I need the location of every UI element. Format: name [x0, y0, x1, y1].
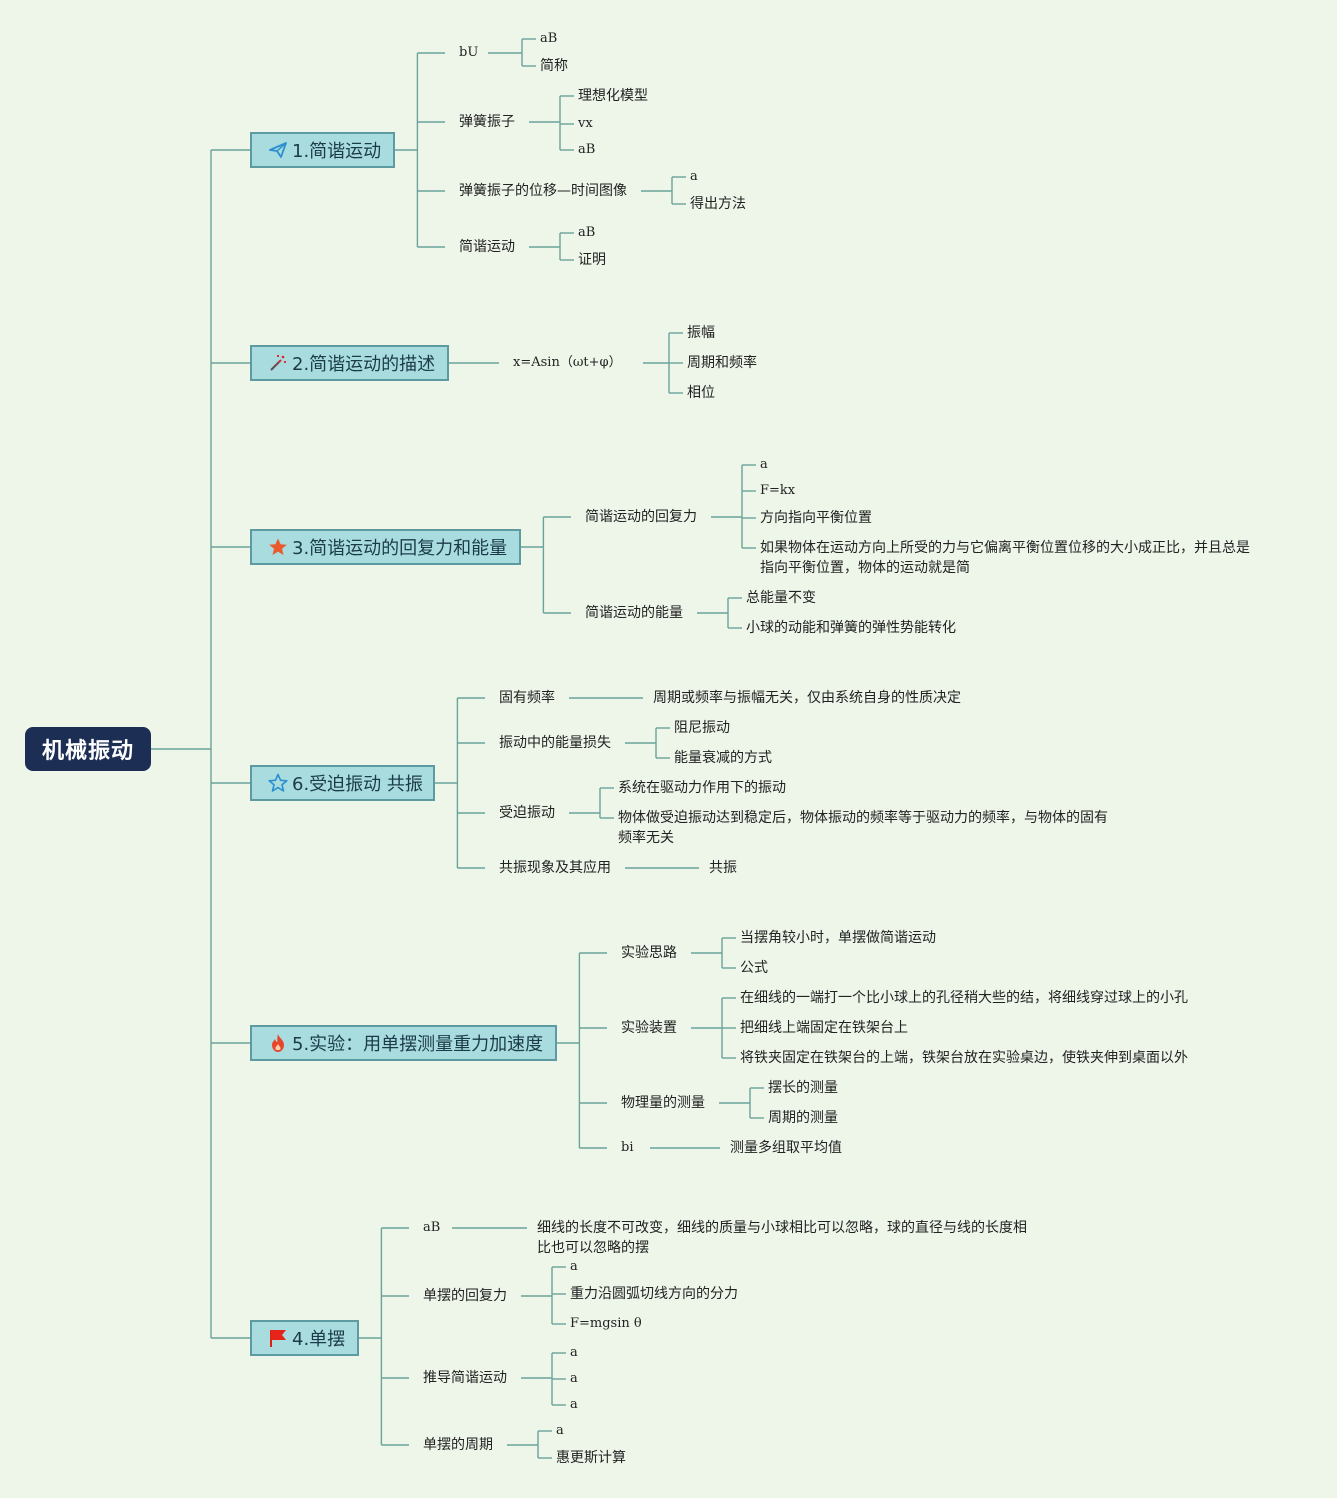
mindmap-node[interactable]: 如果物体在运动方向上所受的力与它偏离平衡位置位移的大小成正比，并且总是指向平衡位…: [760, 540, 1250, 576]
mindmap-node[interactable]: 细线的长度不可改变，细线的质量与小球相比可以忽略，球的直径与线的长度相比也可以忽…: [537, 1220, 1027, 1256]
mindmap-node[interactable]: aB: [540, 31, 558, 46]
mindmap-node[interactable]: 受迫振动: [499, 805, 555, 821]
mindmap-node[interactable]: aB: [423, 1220, 441, 1235]
mindmap-node[interactable]: 阻尼振动: [674, 720, 730, 736]
mindmap-node[interactable]: 简谐运动的回复力: [585, 509, 697, 525]
branch-topic[interactable]: 3.简谐运动的回复力和能量: [250, 529, 521, 565]
mindmap-node[interactable]: 物体做受迫振动达到稳定后，物体振动的频率等于驱动力的频率，与物体的固有频率无关: [618, 810, 1108, 846]
mindmap-node[interactable]: 能量衰减的方式: [674, 750, 772, 766]
mindmap-node[interactable]: aB: [578, 142, 596, 157]
star-outline-icon: [268, 772, 288, 794]
mindmap-node[interactable]: 单摆的回复力: [423, 1288, 507, 1304]
mindmap-node[interactable]: 测量多组取平均值: [730, 1140, 842, 1156]
mindmap-node[interactable]: 振动中的能量损失: [499, 735, 611, 751]
mindmap-node[interactable]: 简谐运动: [459, 239, 515, 255]
mindmap-node[interactable]: 摆长的测量: [768, 1080, 838, 1096]
paper-plane-icon: [268, 139, 288, 161]
mindmap-node[interactable]: 物理量的测量: [621, 1095, 705, 1111]
mindmap-node[interactable]: a: [570, 1397, 578, 1412]
branch-label: 5.实验：用单摆测量重力加速度: [292, 1034, 544, 1055]
branch-label: 2.简谐运动的描述: [292, 354, 436, 375]
mindmap-node[interactable]: 将铁夹固定在铁架台的上端，铁架台放在实验桌边，使铁夹伸到桌面以外: [740, 1050, 1188, 1066]
mindmap-node[interactable]: 简谐运动的能量: [585, 605, 683, 621]
mindmap-node[interactable]: 相位: [687, 385, 715, 401]
mindmap-node[interactable]: F=kx: [760, 483, 796, 498]
mindmap-node[interactable]: a: [570, 1371, 578, 1386]
branch-label: 3.简谐运动的回复力和能量: [292, 538, 508, 559]
mindmap-node[interactable]: F=mgsin θ: [570, 1316, 642, 1331]
mindmap-node[interactable]: 实验装置: [621, 1020, 677, 1036]
mindmap-node[interactable]: 简称: [540, 58, 568, 74]
mindmap-node[interactable]: 周期或频率与振幅无关，仅由系统自身的性质决定: [653, 690, 961, 706]
root-topic[interactable]: 机械振动: [25, 727, 151, 771]
mindmap-node[interactable]: 共振: [709, 860, 737, 876]
mindmap-node[interactable]: 振幅: [687, 325, 715, 341]
mindmap-node[interactable]: aB: [578, 225, 596, 240]
mindmap-node[interactable]: 小球的动能和弹簧的弹性势能转化: [746, 620, 956, 636]
mindmap-node[interactable]: vx: [578, 116, 593, 131]
branch-label: 4.单摆: [292, 1329, 346, 1350]
mindmap-node[interactable]: 得出方法: [690, 196, 746, 212]
flag-icon: [268, 1327, 288, 1349]
mindmap-node[interactable]: 理想化模型: [578, 88, 648, 104]
branch-topic[interactable]: 6.受迫振动 共振: [250, 765, 435, 801]
mindmap-node[interactable]: 公式: [740, 960, 768, 976]
mindmap-node[interactable]: bU: [459, 45, 479, 60]
magic-wand-icon: [268, 352, 288, 374]
mindmap-node[interactable]: 把细线上端固定在铁架台上: [740, 1020, 908, 1036]
mindmap-node[interactable]: 共振现象及其应用: [499, 860, 611, 876]
mindmap-node[interactable]: 方向指向平衡位置: [760, 510, 872, 526]
fire-icon: [268, 1032, 288, 1054]
branch-topic[interactable]: 4.单摆: [250, 1320, 359, 1356]
mindmap-node[interactable]: 弹簧振子: [459, 114, 515, 130]
mindmap-node[interactable]: 系统在驱动力作用下的振动: [618, 780, 786, 796]
mindmap-node[interactable]: 当摆角较小时，单摆做简谐运动: [740, 930, 936, 946]
mindmap-node[interactable]: a: [570, 1259, 578, 1274]
mindmap-node[interactable]: 实验思路: [621, 945, 677, 961]
mindmap-node[interactable]: a: [570, 1345, 578, 1360]
mindmap-node[interactable]: bi: [621, 1140, 634, 1155]
mindmap-node[interactable]: a: [760, 457, 768, 472]
star-filled-icon: [268, 536, 288, 558]
mindmap-node[interactable]: 弹簧振子的位移—时间图像: [459, 183, 627, 199]
mindmap-node[interactable]: 周期的测量: [768, 1110, 838, 1126]
mindmap-node[interactable]: 惠更斯计算: [556, 1450, 626, 1466]
branch-topic[interactable]: 2.简谐运动的描述: [250, 345, 449, 381]
mindmap-node[interactable]: 单摆的周期: [423, 1437, 493, 1453]
mindmap-node[interactable]: 固有频率: [499, 690, 555, 706]
mindmap-node[interactable]: x=Asin（ωt+φ）: [513, 355, 622, 370]
branch-topic[interactable]: 5.实验：用单摆测量重力加速度: [250, 1025, 557, 1061]
mindmap-node[interactable]: 推导简谐运动: [423, 1370, 507, 1386]
branch-label: 1.简谐运动: [292, 141, 382, 162]
mindmap-node[interactable]: 周期和频率: [687, 355, 757, 371]
mindmap-node[interactable]: a: [556, 1423, 564, 1438]
mindmap-node[interactable]: 在细线的一端打一个比小球上的孔径稍大些的结，将细线穿过球上的小孔: [740, 990, 1188, 1006]
mindmap-node[interactable]: a: [690, 169, 698, 184]
branch-label: 6.受迫振动 共振: [292, 774, 423, 795]
mindmap-node[interactable]: 总能量不变: [746, 590, 816, 606]
mindmap-node[interactable]: 重力沿圆弧切线方向的分力: [570, 1286, 738, 1302]
mindmap-node[interactable]: 证明: [578, 252, 606, 268]
branch-topic[interactable]: 1.简谐运动: [250, 132, 395, 168]
